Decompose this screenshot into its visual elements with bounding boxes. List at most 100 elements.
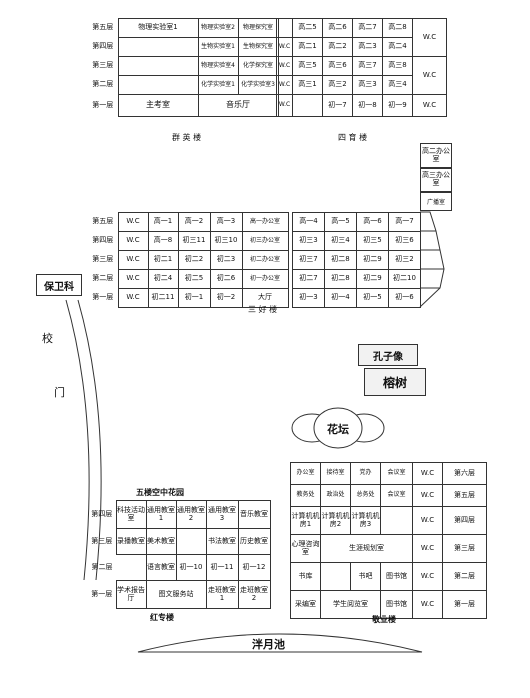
floor-label: 第四层 bbox=[91, 509, 113, 518]
room-cell: 计算机机房3 bbox=[350, 506, 381, 535]
room-cell: 计算机机房2 bbox=[320, 506, 351, 535]
pond-label: 泮月池 bbox=[252, 638, 285, 651]
room-cell: W.C bbox=[412, 590, 443, 619]
room-cell: 初一10 bbox=[175, 554, 207, 581]
siyu-floor-1: W.C 初一7 初一8 初一9 W.C bbox=[276, 94, 447, 117]
qunying-building-name: 群 英 楼 bbox=[172, 133, 202, 142]
sanhao-right-floor-4: 初三3 初三4 初三5 初三6 bbox=[292, 231, 421, 251]
room-cell bbox=[380, 506, 413, 535]
siyu-floor-3: W.C 高三5 高三6 高三7 高三8 W.C bbox=[276, 56, 447, 95]
gate-char-1: 校 bbox=[42, 332, 53, 345]
room-cell: 录播教室 bbox=[115, 528, 147, 555]
floor-label: 第三层 bbox=[92, 61, 114, 70]
jingye-floor-1: 采编室 学生阅览室 图书馆 W.C 第一层 bbox=[290, 590, 487, 619]
floor-label: 第二层 bbox=[91, 562, 113, 571]
room-cell: W.C bbox=[412, 462, 443, 485]
guard-room: 保卫科 bbox=[36, 274, 82, 296]
sanhao-left-grid: 第五层 W.C 高一1 高一2 高一3 高一办公室 第四层 W.C 高一8 初三… bbox=[88, 212, 289, 308]
office-box: 广播室 bbox=[420, 191, 452, 211]
office-label: 广播室 bbox=[426, 198, 445, 206]
room-cell: 初一7 bbox=[322, 94, 353, 117]
room-cell: 图文服务站 bbox=[145, 580, 207, 609]
hongzhuan-floor-2: 第二层 语言教室 初一10 初一11 初一12 bbox=[88, 554, 271, 581]
floor-label: 第五层 bbox=[92, 217, 114, 226]
room-cell: 初一6 bbox=[388, 288, 421, 308]
sanhao-floor-4: 第四层 W.C 高一8 初三11 初三10 初三办公室 bbox=[88, 231, 289, 251]
siyu-floor-5: 高二5 高二6 高二7 高二8 W.C bbox=[276, 18, 447, 57]
room-cell: 通用教室3 bbox=[205, 500, 239, 529]
jingye-floor-2: 书库 书吧 图书馆 W.C 第二层 bbox=[290, 562, 487, 591]
floor-label: 第六层 bbox=[442, 462, 487, 485]
floor-label: 第四层 bbox=[442, 506, 487, 535]
siyu-floor-4: W.C 高二1 高二2 高二3 高二4 bbox=[276, 37, 447, 57]
banyan-tree: 榕树 bbox=[364, 368, 426, 396]
room-cell: 书库 bbox=[290, 562, 321, 591]
room-cell: W.C bbox=[412, 534, 443, 563]
room-cell: 初二11 bbox=[147, 288, 179, 308]
sanhao-right-floor-2: 初二7 初二8 初二9 初二10 bbox=[292, 269, 421, 289]
sanhao-right-grid: 高一4 高一5 高一6 高一7 初三3 初三4 初三5 初三6 初三7 初二8 … bbox=[292, 212, 421, 308]
office-box: 高三办公室 bbox=[420, 167, 452, 193]
room-cell bbox=[175, 528, 207, 555]
room-cell: 通用教室2 bbox=[175, 500, 207, 529]
room-cell: 通用教室1 bbox=[145, 500, 177, 529]
room-cell: 初一12 bbox=[237, 554, 271, 581]
room-cell: 教务处 bbox=[290, 484, 321, 507]
jingye-building-grid: 办公室 接待室 党办 会议室 W.C 第六层 教务处 政治处 总务处 会议室 W… bbox=[290, 462, 487, 619]
room-cell: 图书馆 bbox=[380, 562, 413, 591]
qunying-floor-5: 第五层 物理实验室1 物理实验室2 物理探究室 bbox=[88, 18, 279, 38]
room-cell: 初一11 bbox=[205, 554, 239, 581]
hongzhuan-building-name: 红专楼 bbox=[150, 613, 174, 622]
floor-label: 第三层 bbox=[442, 534, 487, 563]
siyu-building-grid: 高二5 高二6 高二7 高二8 W.C W.C 高二1 高二2 高二3 高二4 … bbox=[276, 18, 447, 117]
hongzhuan-floor-3: 第三层 录播教室 美术教室 书法教室 历史教室 bbox=[88, 528, 271, 555]
sanhao-floor-1: 第一层 W.C 初二11 初一1 初一2 大厅 bbox=[88, 288, 289, 308]
sanhao-right-floor-1: 初一3 初一4 初一5 初一6 bbox=[292, 288, 421, 308]
office-label: 高二办公室 bbox=[422, 147, 450, 163]
qunying-floor-1: 第一层 主考室 音乐厅 bbox=[88, 94, 279, 117]
jingye-floor-4: 计算机机房1 计算机机房2 计算机机房3 W.C 第四层 bbox=[290, 506, 487, 535]
pond-shape bbox=[137, 633, 423, 653]
jingye-floor-5: 教务处 政治处 总务处 会议室 W.C 第五层 bbox=[290, 484, 487, 507]
sanhao-end-wall bbox=[419, 211, 445, 308]
room-cell: 采编室 bbox=[290, 590, 321, 619]
siyu-building-name: 四 育 楼 bbox=[338, 133, 368, 142]
room-cell: W.C bbox=[412, 506, 443, 535]
flower-bed-shape bbox=[291, 407, 385, 449]
room-cell: 党办 bbox=[350, 462, 381, 485]
floor-label: 第二层 bbox=[92, 274, 114, 283]
room-cell: 政治处 bbox=[320, 484, 351, 507]
room-cell: 音乐教室 bbox=[237, 500, 271, 529]
confucius-label: 孔子像 bbox=[373, 351, 403, 363]
room-cell: 历史教室 bbox=[237, 528, 271, 555]
room-cell: 接待室 bbox=[320, 462, 351, 485]
floor-label: 第五层 bbox=[442, 484, 487, 507]
room-cell: 计算机机房1 bbox=[290, 506, 321, 535]
room-cell: 学生阅览室 bbox=[320, 590, 381, 619]
guard-room-label: 保卫科 bbox=[44, 281, 74, 293]
floor-label: 第一层 bbox=[91, 589, 113, 598]
room-cell: 书吧 bbox=[350, 562, 381, 591]
jingye-floor-6: 办公室 接待室 党办 会议室 W.C 第六层 bbox=[290, 462, 487, 485]
banyan-label: 榕树 bbox=[382, 375, 407, 390]
room-cell bbox=[320, 562, 351, 591]
sanhao-right-floor-5: 高一4 高一5 高一6 高一7 bbox=[292, 212, 421, 232]
room-cell: W.C bbox=[412, 94, 447, 117]
hongzhuan-floor-1: 第一层 学术报告厅 图文服务站 走班教室1 走班教室2 bbox=[88, 580, 271, 609]
floor-label: 第二层 bbox=[442, 562, 487, 591]
room-cell: 办公室 bbox=[290, 462, 321, 485]
room-cell: 高一办公室 bbox=[241, 212, 289, 232]
room-cell: 总务处 bbox=[350, 484, 381, 507]
room-cell: 初一2 bbox=[209, 288, 243, 308]
room-cell: 大厅 bbox=[241, 288, 289, 308]
room-cell: W.C bbox=[412, 484, 443, 507]
hongzhuan-building-grid: 第四层 科技活动室 通用教室1 通用教室2 通用教室3 音乐教室 第三层 录播教… bbox=[88, 500, 271, 609]
floor-label: 第三层 bbox=[91, 536, 113, 545]
room-cell: 图书馆 bbox=[380, 590, 413, 619]
floor-label: 第五层 bbox=[92, 23, 114, 32]
flower-bed-label: 花坛 bbox=[327, 423, 349, 436]
floor-label: 第三层 bbox=[92, 255, 114, 264]
room-cell: 学术报告厅 bbox=[115, 580, 147, 609]
room-cell: 走班教室2 bbox=[237, 580, 271, 609]
